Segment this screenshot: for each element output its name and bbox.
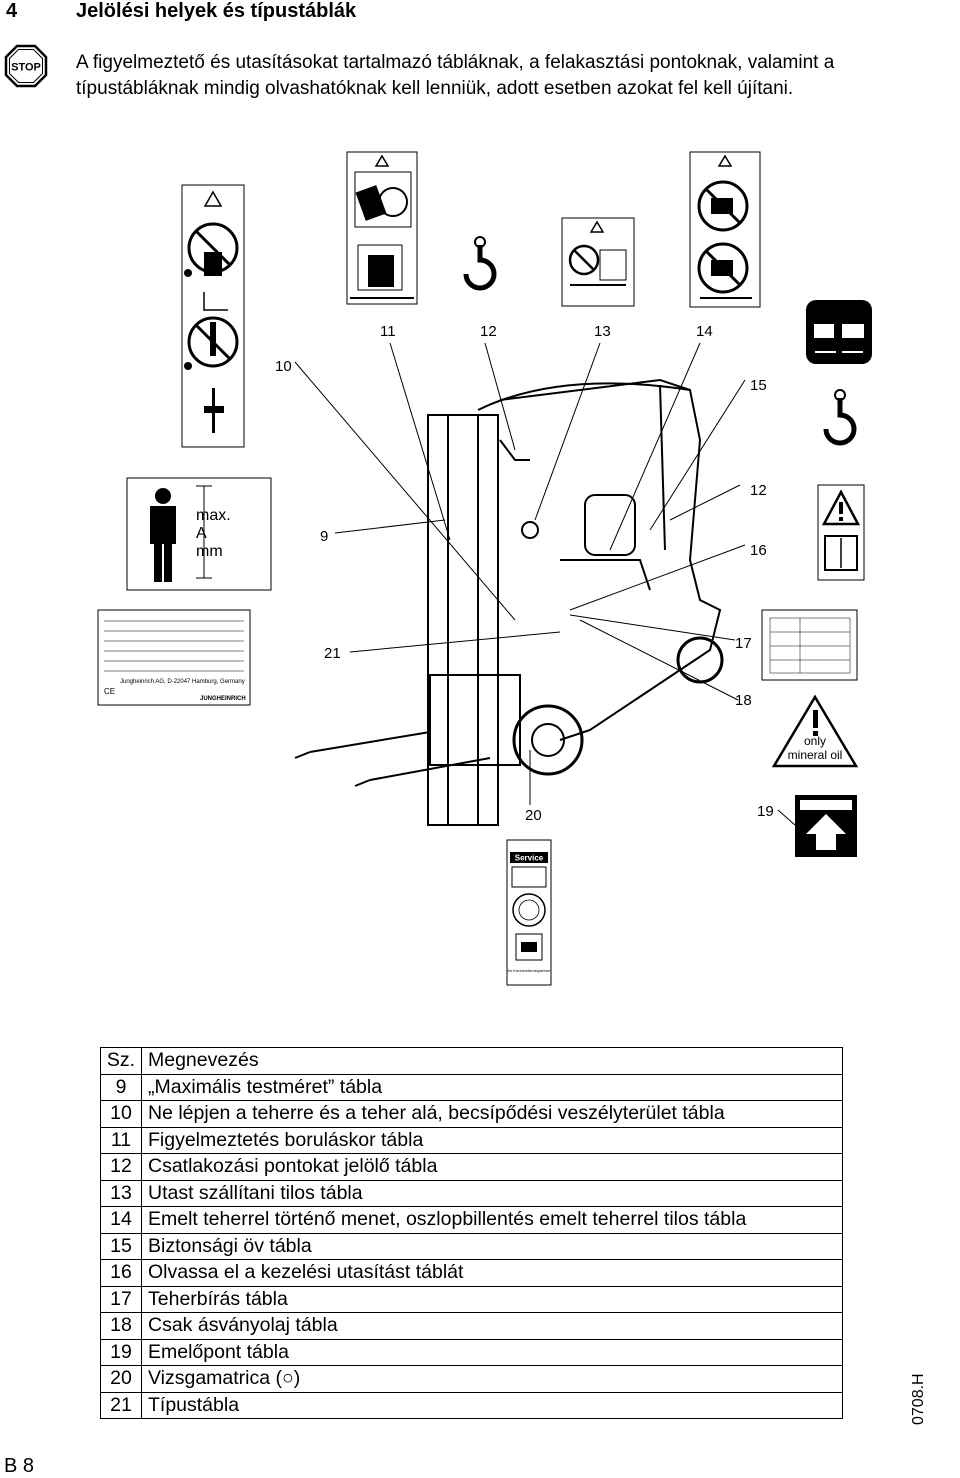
typeplate-address: Jungheinrich AG, D-22047 Hamburg, German…	[120, 679, 245, 685]
label-18: 18	[735, 692, 752, 709]
row-name: Biztonsági öv tábla	[141, 1232, 843, 1260]
row-num: 16	[100, 1259, 142, 1287]
sign-9-text-max: max.	[196, 507, 231, 524]
row-num: 21	[100, 1391, 142, 1419]
legend-header-name: Megnevezés	[141, 1047, 843, 1075]
sign-11-panel	[346, 151, 418, 305]
section-number: 4	[6, 0, 18, 22]
oil-sign-text-2: mineral oil	[788, 748, 843, 762]
page-number: B 8	[4, 1455, 35, 1477]
row-num: 12	[100, 1153, 142, 1181]
row-name: Olvassa el a kezelési utasítást táblát	[141, 1259, 843, 1287]
row-num: 20	[100, 1365, 142, 1393]
label-10: 10	[275, 358, 292, 375]
service-footer: Ihr Kundendienstpartner	[508, 968, 552, 973]
leader-lines	[294, 342, 796, 826]
oil-sign-18-panel: only mineral oil	[771, 694, 859, 768]
sign-9-panel: max. A mm	[126, 477, 272, 591]
row-name: Ne lépjen a teherre és a teher alá, becs…	[141, 1100, 843, 1128]
row-name: Vizsgamatrica (○)	[141, 1365, 843, 1393]
row-name: Figyelmeztetés boruláskor tábla	[141, 1126, 843, 1154]
legend-header-num: Sz.	[100, 1047, 142, 1075]
row-num: 18	[100, 1312, 142, 1340]
sign-16-panel	[817, 484, 865, 581]
label-19: 19	[757, 803, 774, 820]
table-row: 9„Maximális testméret” tábla	[100, 1073, 843, 1101]
capacity-plate-17-panel	[761, 609, 858, 681]
row-name: Utast szállítani tilos tábla	[141, 1179, 843, 1207]
intro-paragraph: A figyelmeztető és utasításokat tartalma…	[76, 52, 835, 99]
label-17: 17	[735, 635, 752, 652]
typeplate-brand: JUNGHEINRICH	[200, 696, 246, 702]
lift-point-19-icon	[795, 795, 857, 857]
row-name: Emelt teherrel történő menet, oszlopbill…	[141, 1206, 843, 1234]
row-name: „Maximális testméret” tábla	[141, 1073, 843, 1101]
row-name: Csatlakozási pontokat jelölő tábla	[141, 1153, 843, 1181]
row-num: 13	[100, 1179, 142, 1207]
oil-sign-text-1: only	[804, 734, 826, 748]
label-14: 14	[696, 323, 713, 340]
label-11: 11	[380, 323, 396, 340]
row-num: 9	[100, 1073, 142, 1101]
label-21: 21	[324, 645, 341, 662]
typeplate-ce: CE	[104, 687, 115, 696]
row-name: Típustábla	[141, 1391, 843, 1419]
row-num: 14	[100, 1206, 142, 1234]
row-num: 11	[100, 1126, 142, 1154]
forklift-truck-drawing	[294, 378, 724, 826]
truck-label-diagram: max. A mm Jungheinrich AG, D-22047 Hambu…	[97, 151, 872, 986]
label-16: 16	[750, 542, 767, 559]
legend-header-row: Sz. Megnevezés	[100, 1047, 843, 1075]
row-num: 10	[100, 1100, 142, 1128]
row-name: Teherbírás tábla	[141, 1285, 843, 1313]
label-13: 13	[594, 323, 611, 340]
seatbelt-15-icon	[806, 300, 872, 364]
document-code: 0708.H	[910, 1373, 927, 1425]
row-name: Emelőpont tábla	[141, 1338, 843, 1366]
stop-sign-icon: STOP	[4, 44, 48, 88]
row-num: 17	[100, 1285, 142, 1313]
label-12-top: 12	[480, 323, 497, 340]
stop-sign-text: STOP	[11, 62, 41, 74]
sign-9-text-mm: mm	[196, 543, 223, 560]
label-15: 15	[750, 377, 767, 394]
row-num: 15	[100, 1232, 142, 1260]
hook-12-right-icon	[823, 389, 857, 446]
label-12-right: 12	[750, 482, 767, 499]
sign-14-panel	[689, 151, 761, 308]
sign-9-text-a: A	[196, 525, 207, 542]
section-title: Jelölési helyek és típustáblák	[76, 0, 357, 22]
row-name: Csak ásványolaj tábla	[141, 1312, 843, 1340]
typeplate-21-panel: Jungheinrich AG, D-22047 Hamburg, German…	[97, 609, 251, 706]
label-20: 20	[525, 807, 542, 824]
sign-10-panel	[181, 184, 245, 448]
sign-13-panel	[561, 217, 635, 307]
row-num: 19	[100, 1338, 142, 1366]
legend-table: Sz. Megnevezés 9„Maximális testméret” tá…	[100, 1047, 843, 1419]
hook-12-top-icon	[463, 236, 497, 291]
service-sticker-20-panel: Service Ihr Kundendienstpartner	[506, 839, 552, 986]
service-label: Service	[515, 854, 544, 863]
label-9: 9	[320, 528, 328, 545]
